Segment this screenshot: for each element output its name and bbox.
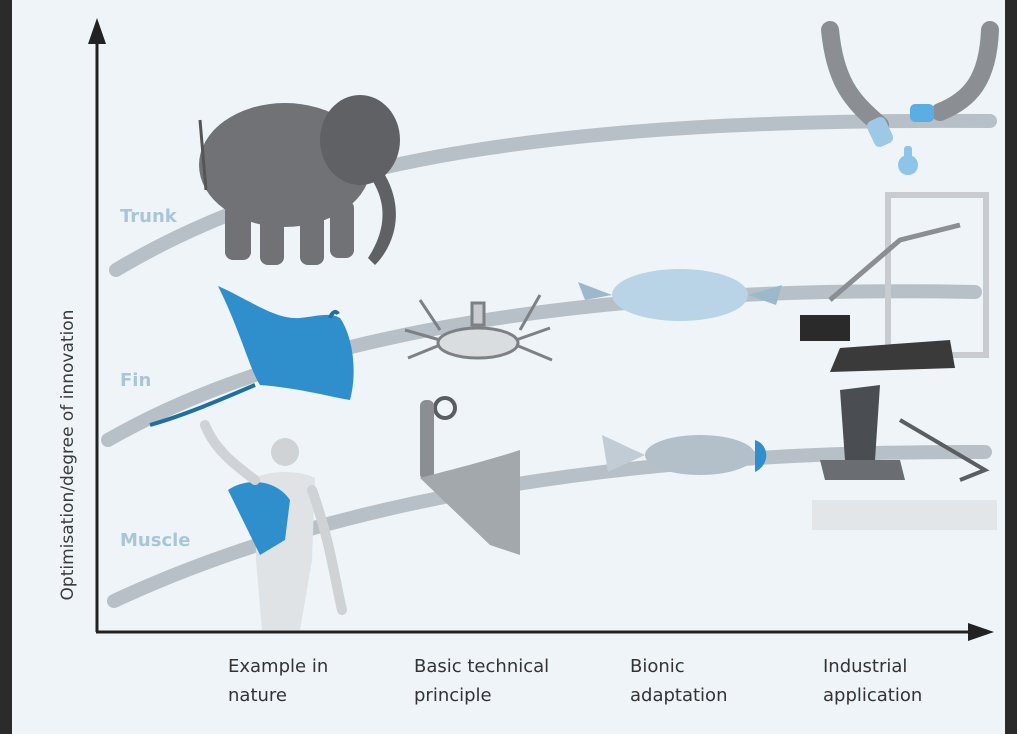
stage-label-line: Bionic (630, 656, 685, 677)
bionic-fish-illustration (602, 435, 767, 475)
row-label-trunk: Trunk (120, 206, 177, 227)
fish-robot-illustration (578, 269, 782, 321)
stage-label-line: Example in (228, 656, 329, 677)
stage-label-line: principle (414, 685, 492, 706)
elephant-illustration (198, 95, 400, 265)
trunk-gripper-illustration (821, 21, 999, 175)
stage-label-line: application (823, 685, 923, 706)
stage-label-line: adaptation (630, 685, 728, 706)
stage-label-line: Basic technical (414, 656, 550, 677)
y-axis-title: Optimisation/degree of innovation (58, 309, 78, 601)
robot-crab-illustration (404, 294, 553, 362)
row-label-fin: Fin (120, 370, 152, 391)
stage-label-basic-principle: Basic technical principle (414, 652, 549, 710)
trunk-curve (109, 113, 997, 277)
x-axis-arrow (968, 623, 994, 641)
stage-label-line: Industrial (823, 656, 908, 677)
human-muscle-illustration (200, 420, 347, 630)
gantry-illustration (800, 192, 989, 372)
manta-ray-illustration (149, 286, 354, 427)
stage-label-bionic-adaptation: Bionic adaptation (630, 652, 727, 710)
y-axis-arrow (88, 18, 106, 44)
row-label-muscle: Muscle (120, 530, 191, 551)
robotic-arm-illustration (420, 396, 520, 555)
stage-label-nature: Example in nature (228, 652, 328, 710)
stage-label-line: nature (228, 685, 287, 706)
stage-label-industrial-application: Industrial application (823, 652, 922, 710)
motion-seat-illustration (812, 385, 997, 530)
